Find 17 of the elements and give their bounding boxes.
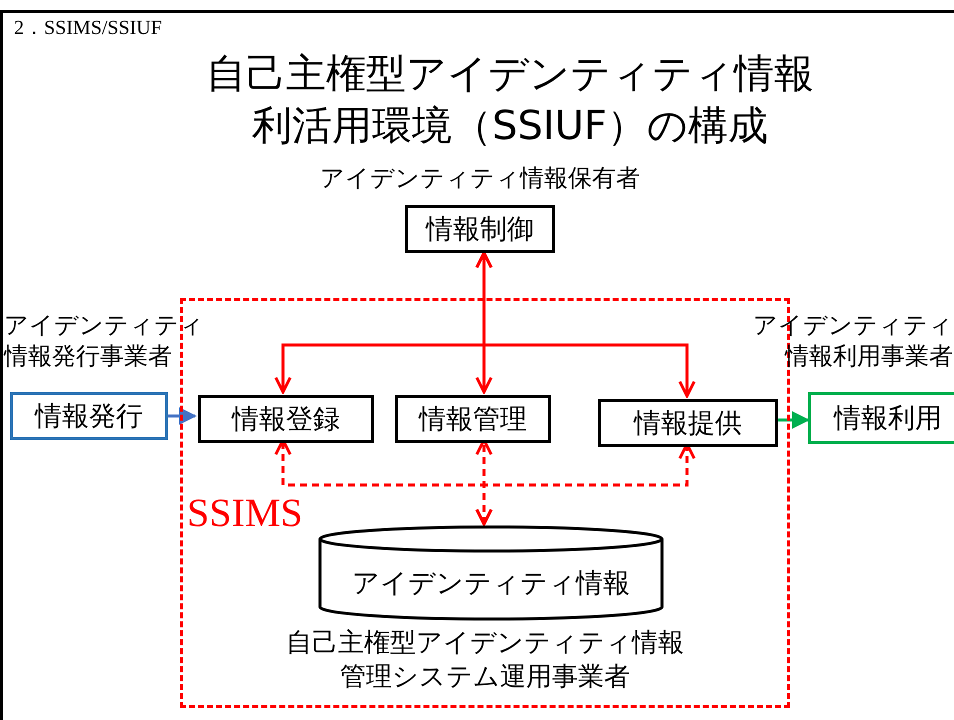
process-box: 情報登録 bbox=[198, 395, 374, 443]
arrow bbox=[475, 252, 696, 398]
role-label: アイデンティティ情報保有者 bbox=[319, 163, 641, 194]
section-label: 2．SSIMS/SSIUF bbox=[14, 16, 163, 41]
process-box: 情報管理 bbox=[395, 395, 551, 443]
role-label: アイデンティティ情報利用事業者 bbox=[752, 310, 953, 372]
process-box: 情報発行 bbox=[10, 392, 168, 440]
operator-label: 自己主権型アイデンティティ情報管理システム運用事業者 bbox=[285, 627, 685, 694]
process-box: 情報提供 bbox=[598, 399, 778, 447]
process-box: 情報制御 bbox=[405, 205, 555, 253]
database-label: アイデンティティ情報 bbox=[351, 567, 631, 601]
role-label: アイデンティティ情報発行事業者 bbox=[4, 310, 205, 372]
system-label: SSIMS bbox=[187, 489, 303, 536]
title: 自己主権型アイデンティティ情報利活用環境（SSIUF）の構成 bbox=[205, 50, 815, 151]
arrow bbox=[168, 407, 197, 425]
database-cylinder bbox=[318, 525, 664, 621]
process-box: 情報利用 bbox=[808, 392, 954, 444]
